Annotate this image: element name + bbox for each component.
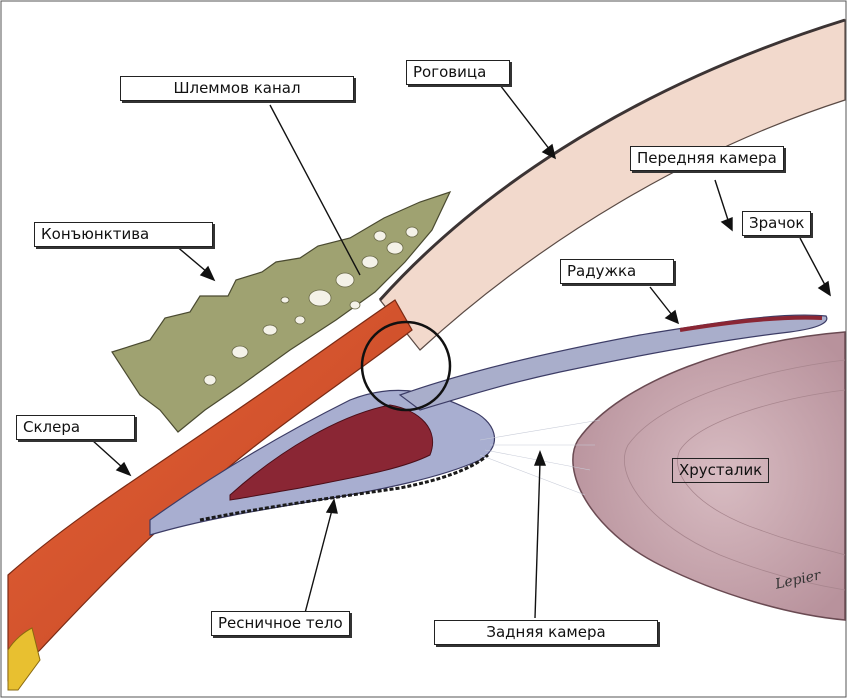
label-schlemm-canal: Шлеммов канал xyxy=(120,76,354,101)
label-conjunctiva: Конъюнктива xyxy=(34,222,213,247)
label-lens: Хрусталик xyxy=(672,458,769,483)
label-pupil: Зрачок xyxy=(742,211,811,236)
label-posterior-chamber: Задняя камера xyxy=(434,620,658,645)
label-cornea: Роговица xyxy=(406,60,510,85)
label-iris: Радужка xyxy=(560,259,674,284)
label-ciliary-body: Ресничное тело xyxy=(211,611,350,636)
label-sclera: Склера xyxy=(16,415,135,440)
label-anterior-chamber: Передняя камера xyxy=(630,146,784,171)
